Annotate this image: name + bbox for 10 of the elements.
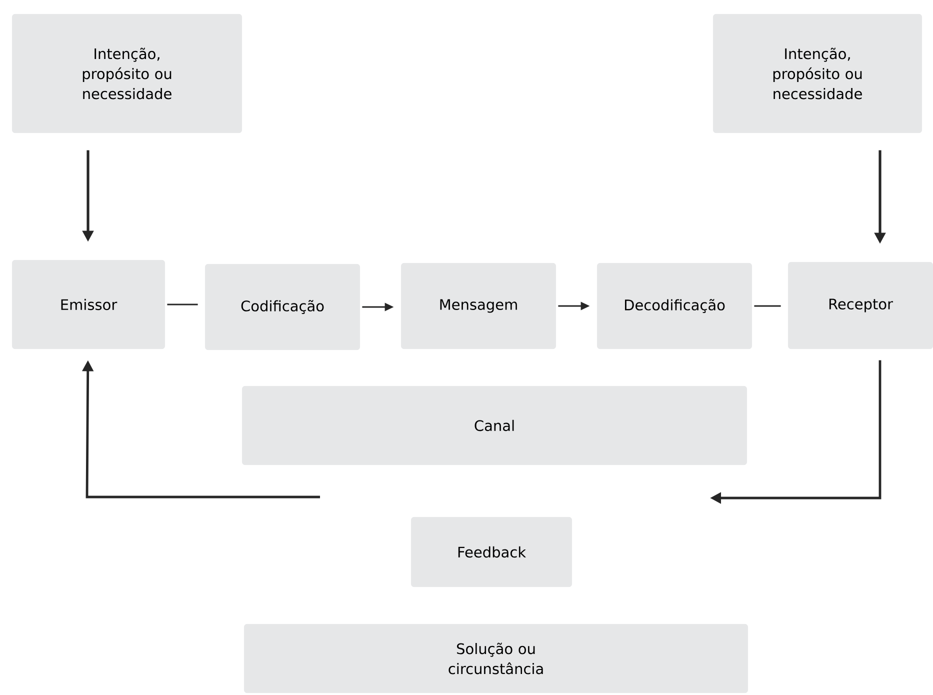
process-box: Decodificação bbox=[597, 263, 752, 349]
process-box: Intenção, propósito ou necessidade bbox=[713, 14, 922, 133]
process-box: Feedback bbox=[411, 517, 572, 587]
process-box: Intenção, propósito ou necessidade bbox=[12, 14, 242, 133]
process-box: Codificação bbox=[205, 264, 360, 350]
process-box: Canal bbox=[242, 386, 747, 465]
process-box: Receptor bbox=[788, 262, 933, 349]
process-box: Solução ou circunstância bbox=[244, 624, 748, 693]
process-box: Mensagem bbox=[401, 263, 556, 349]
process-box: Emissor bbox=[12, 260, 165, 349]
